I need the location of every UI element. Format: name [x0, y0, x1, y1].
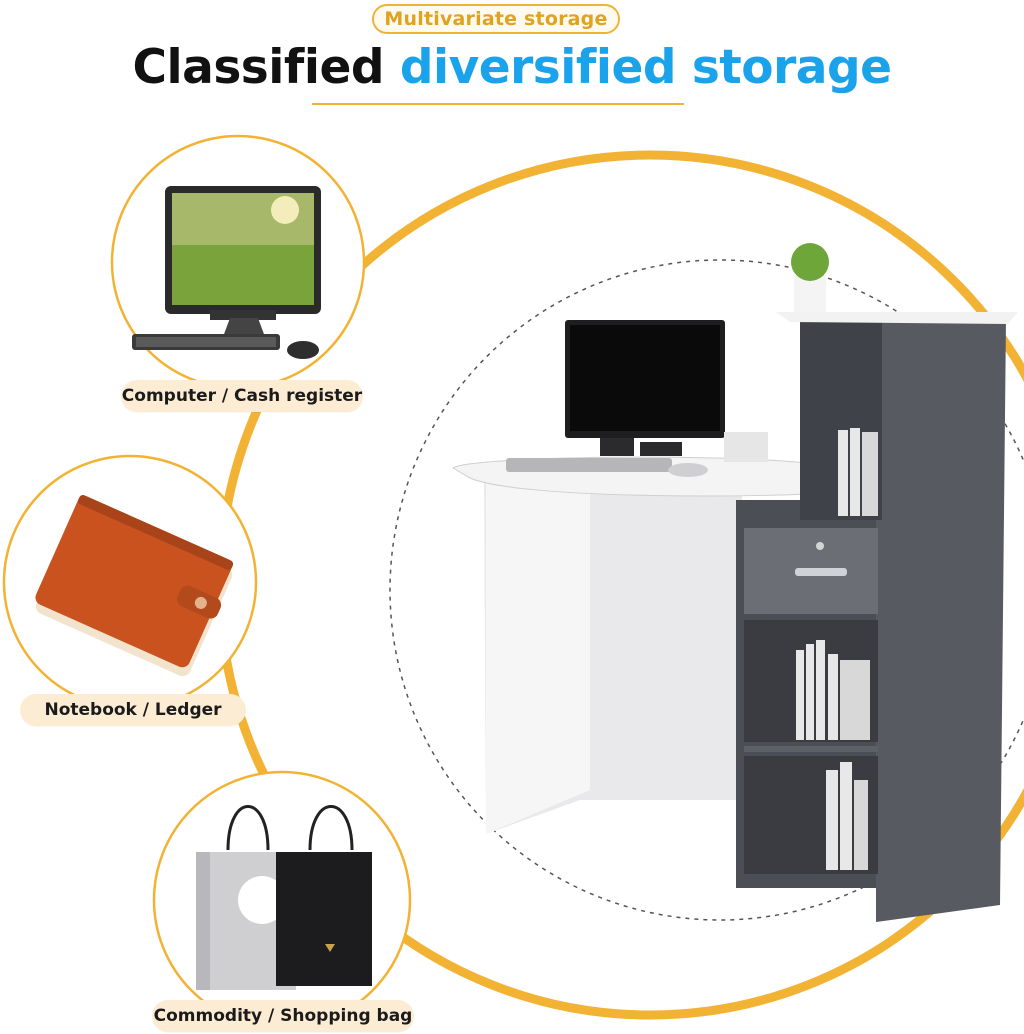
notebook-icon [35, 494, 234, 677]
computer-icon [132, 186, 321, 359]
label-shopping-bag: Commodity / Shopping bag [152, 1000, 414, 1032]
title-part-blue: diversified storage [399, 40, 892, 95]
item-circle-notebook [2, 454, 258, 710]
label-computer: Computer / Cash register [121, 380, 363, 412]
reception-desk [452, 243, 1018, 922]
item-circle-shopping-bag [152, 770, 412, 1030]
title-underline [312, 103, 684, 105]
item-circle-computer [110, 134, 366, 390]
shopping-bag-icon [196, 805, 372, 990]
label-notebook: Notebook / Ledger [20, 694, 246, 726]
page-title: Classified diversified storage [0, 40, 1024, 95]
title-part-dark: Classified [132, 40, 385, 95]
dashed-ring [389, 259, 1024, 921]
section-tag: Multivariate storage [372, 4, 620, 34]
